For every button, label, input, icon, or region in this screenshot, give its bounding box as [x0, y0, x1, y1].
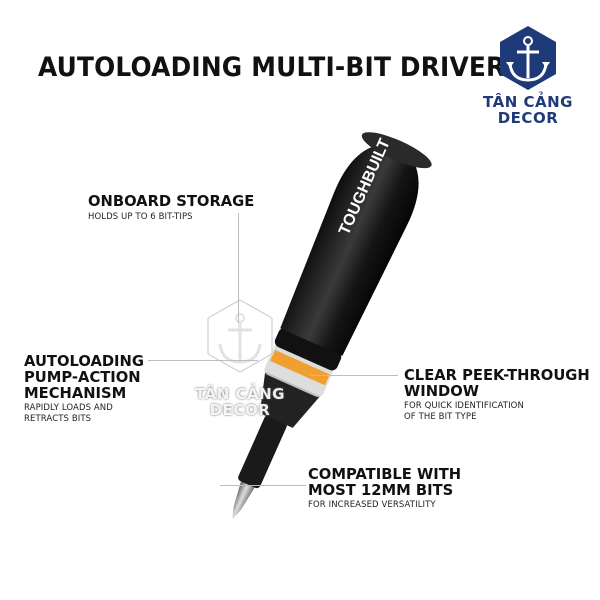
- pump-callout-title: AUTOLOADING PUMP-ACTION MECHANISM: [24, 352, 144, 402]
- page-title: AUTOLOADING MULTI-BIT DRIVER: [38, 52, 506, 83]
- handle: [280, 143, 419, 356]
- brand-logo-text: TÂN CẢNG DECOR: [483, 93, 573, 127]
- watermark-text: TÂN CẢNG DECOR: [195, 385, 285, 419]
- window-callout-sub: FOR QUICK IDENTIFICATION OF THE BIT TYPE: [404, 401, 524, 422]
- storage-callout-sub: HOLDS UP TO 6 BIT-TIPS: [88, 212, 193, 222]
- bits-callout-line: [220, 485, 306, 486]
- pump-callout-line: [148, 360, 258, 361]
- bits-callout-sub: FOR INCREASED VERSATILITY: [308, 500, 436, 510]
- bits-callout-title: COMPATIBLE WITH MOST 12MM BITS: [308, 465, 462, 499]
- window-callout-title: CLEAR PEEK-THROUGH WINDOW: [404, 366, 590, 400]
- window-callout-line: [310, 375, 398, 376]
- pump-callout-sub: RAPIDLY LOADS AND RETRACTS BITS: [24, 403, 113, 424]
- storage-callout-line: [238, 213, 239, 323]
- storage-callout-title: ONBOARD STORAGE: [88, 192, 255, 210]
- bit-tip: [232, 477, 257, 520]
- shaft: [238, 415, 287, 489]
